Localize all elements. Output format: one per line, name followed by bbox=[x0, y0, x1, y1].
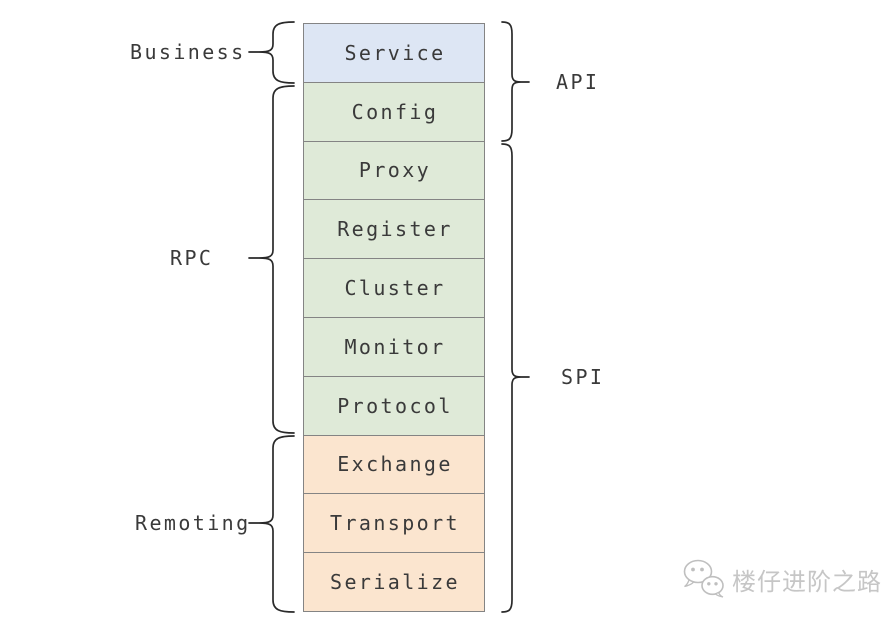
layer-proxy: Proxy bbox=[303, 140, 485, 201]
layer-protocol: Protocol bbox=[303, 375, 485, 436]
layer-label: Config bbox=[351, 99, 439, 124]
layer-label: Register bbox=[337, 217, 453, 242]
rpc-brace bbox=[248, 85, 295, 434]
layer-cluster: Cluster bbox=[303, 258, 485, 318]
layer-serialize: Serialize bbox=[303, 552, 485, 612]
layer-label: Monitor bbox=[344, 334, 446, 359]
group-label-spi: SPI bbox=[561, 365, 605, 389]
group-label-rpc: RPC bbox=[170, 246, 214, 270]
layer-label: Exchange bbox=[337, 452, 453, 477]
group-label-api: API bbox=[556, 70, 600, 94]
wechat-chat-bubbles-icon bbox=[683, 559, 724, 598]
watermark-text: 楼仔进阶之路 bbox=[732, 567, 882, 596]
watermark: 楼仔进阶之路 bbox=[681, 557, 882, 601]
remoting-brace bbox=[248, 435, 295, 613]
business-brace bbox=[248, 21, 295, 84]
layer-label: Serialize bbox=[330, 570, 460, 595]
layer-label: Cluster bbox=[344, 276, 446, 301]
layer-config: Config bbox=[303, 81, 485, 142]
api-brace bbox=[501, 21, 530, 142]
group-label-business: Business bbox=[130, 40, 246, 64]
spi-brace bbox=[501, 143, 530, 613]
layer-label: Protocol bbox=[337, 393, 453, 418]
layer-label: Service bbox=[344, 40, 446, 65]
layer-label: Proxy bbox=[358, 158, 432, 183]
layer-monitor: Monitor bbox=[303, 316, 485, 377]
layer-transport: Transport bbox=[303, 493, 485, 554]
layer-register: Register bbox=[303, 199, 485, 260]
layer-service: Service bbox=[303, 23, 485, 83]
layer-exchange: Exchange bbox=[303, 434, 485, 495]
layer-stack: Service Config Proxy Register Cluster Mo… bbox=[303, 23, 485, 612]
group-label-remoting: Remoting bbox=[135, 511, 251, 535]
layer-label: Transport bbox=[330, 511, 460, 536]
